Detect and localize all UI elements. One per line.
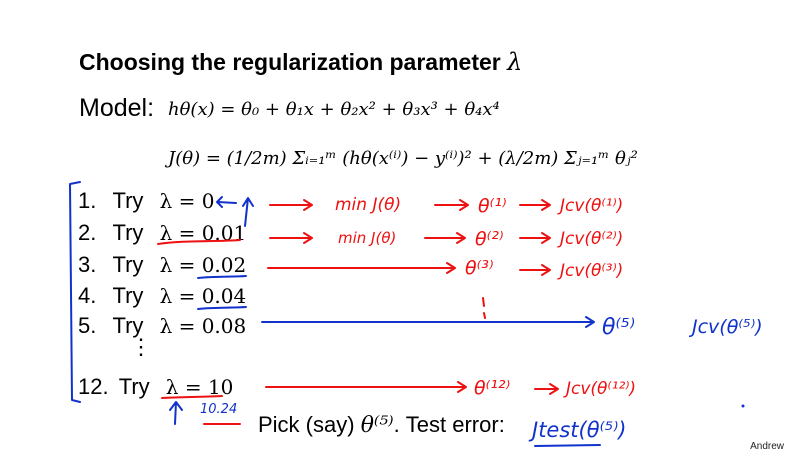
arrow-right-icon xyxy=(519,232,551,244)
arrow-right-icon xyxy=(269,199,313,211)
pick-text: Pick (say) xyxy=(258,412,355,437)
arrow-right-icon xyxy=(534,383,559,395)
underline-001 xyxy=(157,239,241,245)
underline-jtest xyxy=(534,444,601,447)
lambda-value: λ = 0 xyxy=(159,189,215,213)
try-label: Try xyxy=(112,188,144,213)
try-row-12: 12. Try λ = 10 xyxy=(78,374,233,400)
annotation-min-j-1: min J(θ) xyxy=(335,195,401,215)
annotation-theta-2: θ⁽²⁾ xyxy=(475,228,504,250)
try-row-4: 4. Try λ = 0.04 xyxy=(78,283,246,309)
arrow-right-icon xyxy=(519,199,551,211)
annotation-jcv-12: Jcv(θ⁽¹²⁾) xyxy=(563,379,636,399)
arrow-back-icon xyxy=(216,196,237,208)
annotation-theta-1: θ⁽¹⁾ xyxy=(478,195,507,217)
underline-004 xyxy=(197,306,247,310)
annotation-theta-3: θ⁽³⁾ xyxy=(465,257,494,279)
arrow-right-icon xyxy=(519,264,551,276)
stray-dot xyxy=(741,404,745,408)
lambda-value: λ = 0.02 xyxy=(159,253,247,277)
annotation-jcv-2: Jcv(θ⁽²⁾) xyxy=(557,229,623,249)
annotation-min-j-2: min J(θ) xyxy=(338,229,396,247)
annotation-jtest: Jtest(θ⁽⁵⁾) xyxy=(528,418,627,442)
try-label: Try xyxy=(112,252,144,277)
bracket-left xyxy=(69,181,81,403)
try-label: Try xyxy=(118,374,150,399)
try-number: 2. xyxy=(78,220,97,245)
lambda-symbol: λ xyxy=(507,48,523,76)
try-row-1: 1. Try λ = 0 xyxy=(78,188,214,214)
arrow-up-icon xyxy=(242,197,254,227)
underline-10 xyxy=(161,395,223,399)
lambda-value: λ = 10 xyxy=(165,375,234,399)
try-number: 5. xyxy=(78,313,97,338)
pick-theta: θ⁽⁵⁾ xyxy=(360,413,394,438)
try-row-5: 5. Try λ = 0.08 xyxy=(78,313,246,339)
cost-equation: J(θ) = (1/2m) Σᵢ₌₁ᵐ (hθ(x⁽ⁱ⁾) − y⁽ⁱ⁾)² +… xyxy=(168,148,638,169)
model-label: Model: xyxy=(79,94,155,122)
lambda-value: λ = 0.08 xyxy=(159,314,247,338)
try-number: 4. xyxy=(78,283,97,308)
try-number: 3. xyxy=(78,252,97,277)
arrow-up-icon xyxy=(169,401,183,425)
arrow-right-icon xyxy=(267,262,456,274)
pick-statement: Pick (say) θ⁽⁵⁾. Test error: xyxy=(258,412,505,438)
arrow-right-icon xyxy=(424,232,466,244)
author-footer: Andrew xyxy=(750,441,784,452)
annotation-jcv-3: Jcv(θ⁽³⁾) xyxy=(557,261,623,281)
annotation-theta-5: θ⁽⁵⁾ xyxy=(602,315,635,340)
annotation-jcv-1: Jcv(θ⁽¹⁾) xyxy=(557,196,623,216)
try-number: 12. xyxy=(78,374,109,399)
try-number: 1. xyxy=(78,188,97,213)
hypothesis-equation: hθ(x) = θ₀ + θ₁x + θ₂x² + θ₃x³ + θ₄x⁴ xyxy=(168,99,500,120)
slide-title: Choosing the regularization parameter λ xyxy=(79,48,522,76)
arrow-right-icon xyxy=(434,199,469,211)
underline-002 xyxy=(197,275,247,279)
annotation-theta-12: θ⁽¹²⁾ xyxy=(474,377,510,399)
lambda-value: λ = 0.04 xyxy=(159,284,247,308)
annotation-jcv-5: Jcv(θ⁽⁵⁾) xyxy=(688,316,763,338)
title-text: Choosing the regularization parameter xyxy=(79,49,501,75)
try-label: Try xyxy=(112,283,144,308)
arrow-right-icon xyxy=(261,316,595,328)
pick-suffix: . Test error: xyxy=(393,412,505,437)
arrow-right-icon xyxy=(265,381,467,393)
arrow-right-icon xyxy=(269,232,313,244)
try-label: Try xyxy=(112,220,144,245)
try-row-3: 3. Try λ = 0.02 xyxy=(78,252,246,278)
annotation-1024: 10.24 xyxy=(200,402,237,417)
try-label: Try xyxy=(112,313,144,338)
ellipsis-mark xyxy=(482,297,486,319)
